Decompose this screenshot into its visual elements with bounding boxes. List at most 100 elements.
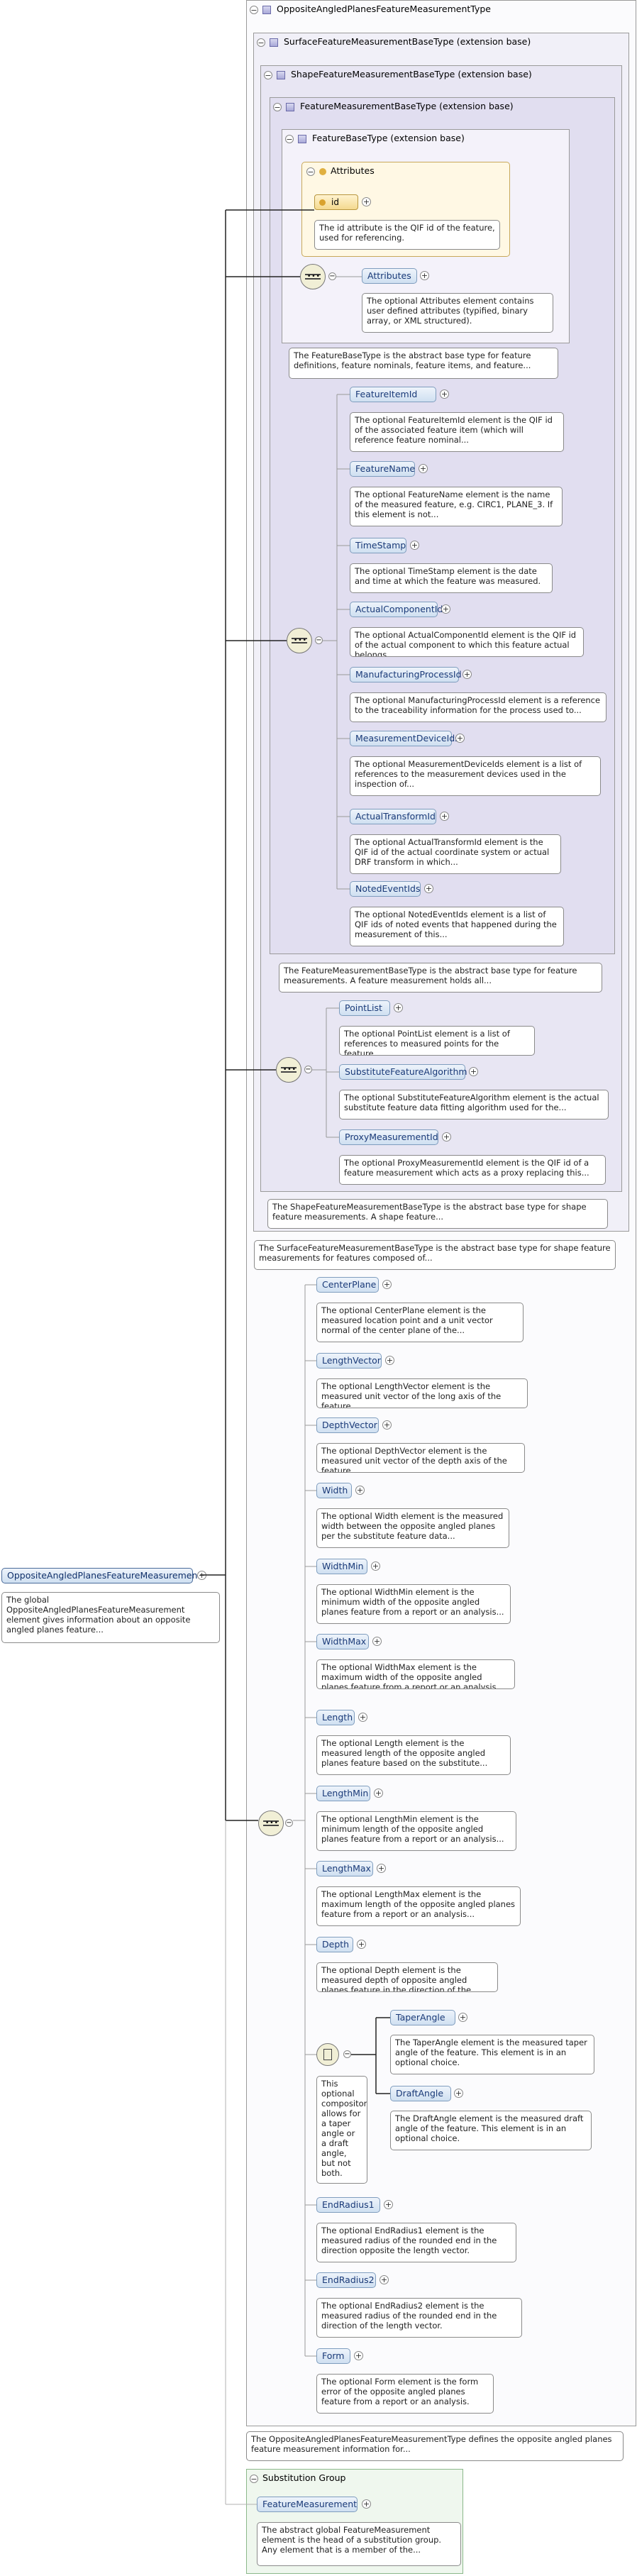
collapse-icon[interactable]: −: [304, 1066, 312, 1073]
id-attribute[interactable]: id: [314, 194, 358, 210]
point-list-element[interactable]: PointList: [339, 1000, 390, 1016]
measurement-device-ids-doc: The optional MeasurementDeviceIds elemen…: [350, 756, 601, 796]
expand-icon[interactable]: +: [458, 2013, 467, 2022]
expand-icon[interactable]: +: [462, 670, 472, 679]
taper-angle-element[interactable]: TaperAngle: [390, 2010, 455, 2025]
proxy-measurement-id-element[interactable]: ProxyMeasurementId: [339, 1129, 438, 1145]
expand-icon[interactable]: +: [362, 2499, 371, 2509]
depth-vector-element[interactable]: DepthVector: [316, 1417, 379, 1433]
end-radius2-element[interactable]: EndRadius2: [316, 2272, 376, 2288]
expand-icon[interactable]: +: [440, 389, 449, 399]
collapse-icon[interactable]: −: [328, 272, 336, 280]
expand-icon[interactable]: +: [442, 1132, 451, 1141]
center-plane-element[interactable]: CenterPlane: [316, 1277, 379, 1293]
sequence-icon[interactable]: •••: [300, 264, 326, 289]
root-type-doc: The OppositeAngledPlanesFeatureMeasureme…: [246, 2431, 624, 2461]
form-element[interactable]: Form: [316, 2348, 350, 2364]
expand-icon[interactable]: +: [372, 1637, 382, 1646]
point-list-doc: The optional PointList element is a list…: [339, 1026, 535, 1056]
length-min-doc: The optional LengthMin element is the mi…: [316, 1811, 516, 1851]
expand-icon[interactable]: +: [380, 2275, 389, 2284]
choice-icon[interactable]: [316, 2043, 339, 2066]
feature-measurement-element-doc: The abstract global FeatureMeasurement e…: [257, 2522, 461, 2566]
expand-icon[interactable]: +: [394, 1003, 403, 1012]
draft-angle-element[interactable]: DraftAngle: [390, 2086, 451, 2101]
feature-base-title[interactable]: −FeatureBaseType (extension base): [285, 133, 465, 144]
substitute-feature-algorithm-element[interactable]: SubstituteFeatureAlgorithm: [339, 1064, 467, 1080]
expand-icon[interactable]: +: [358, 1713, 367, 1722]
end-radius1-element[interactable]: EndRadius1: [316, 2197, 380, 2213]
length-min-element[interactable]: LengthMin: [316, 1786, 370, 1801]
end-radius2-doc: The optional EndRadius2 element is the m…: [316, 2298, 522, 2338]
expand-icon[interactable]: +: [374, 1789, 383, 1798]
expand-icon[interactable]: +: [384, 2200, 393, 2209]
collapse-icon[interactable]: −: [285, 1819, 293, 1827]
expand-icon[interactable]: +: [377, 1864, 386, 1873]
expand-icon[interactable]: +: [441, 604, 450, 614]
expand-icon[interactable]: +: [454, 2089, 463, 2098]
sequence-icon[interactable]: •••: [258, 1811, 284, 1836]
proxy-measurement-id-doc: The optional ProxyMeasurementId element …: [339, 1155, 606, 1185]
feature-measurement-element[interactable]: FeatureMeasurement: [257, 2497, 358, 2512]
sequence-icon[interactable]: •••: [287, 628, 312, 653]
actual-transform-id-doc: The optional ActualTransformId element i…: [350, 834, 561, 874]
attributes-title[interactable]: −Attributes: [306, 165, 375, 177]
depth-element[interactable]: Depth: [316, 1937, 353, 1952]
expand-icon[interactable]: +: [371, 1561, 380, 1571]
length-max-element[interactable]: LengthMax: [316, 1861, 373, 1876]
collapse-icon[interactable]: −: [315, 636, 323, 644]
collapse-icon[interactable]: −: [257, 38, 265, 48]
expand-icon[interactable]: +: [420, 271, 429, 280]
draft-angle-doc: The DraftAngle element is the measured d…: [390, 2111, 592, 2150]
expand-icon[interactable]: +: [357, 1940, 366, 1949]
expand-icon[interactable]: +: [469, 1067, 478, 1076]
root-type-title[interactable]: −OppositeAngledPlanesFeatureMeasurementT…: [250, 4, 491, 15]
actual-component-id-doc: The optional ActualComponentId element i…: [350, 627, 584, 657]
shape-base-title[interactable]: −ShapeFeatureMeasurementBaseType (extens…: [264, 69, 532, 80]
time-stamp-element[interactable]: TimeStamp: [350, 538, 406, 553]
noted-event-ids-element[interactable]: NotedEventIds: [350, 881, 421, 897]
expand-icon[interactable]: +: [440, 812, 449, 821]
actual-component-id-element[interactable]: ActualComponentId: [350, 602, 443, 617]
manufacturing-process-id-element[interactable]: ManufacturingProcessId: [350, 667, 462, 682]
collapse-icon[interactable]: −: [343, 2050, 351, 2058]
collapse-icon[interactable]: −: [250, 5, 258, 15]
surface-base-title[interactable]: −SurfaceFeatureMeasurementBaseType (exte…: [257, 36, 531, 48]
collapse-icon[interactable]: −: [273, 102, 282, 112]
collapse-icon[interactable]: −: [285, 134, 294, 144]
sequence-icon[interactable]: •••: [276, 1057, 301, 1083]
expand-icon[interactable]: +: [362, 197, 371, 206]
feature-base-doc: The FeatureBaseType is the abstract base…: [289, 348, 558, 379]
feature-name-element[interactable]: FeatureName: [350, 461, 415, 477]
global-element[interactable]: OppositeAngledPlanesFeatureMeasurement: [1, 1568, 201, 1583]
expand-icon[interactable]: +: [355, 1486, 365, 1495]
collapse-icon[interactable]: −: [264, 70, 272, 80]
expand-icon[interactable]: +: [354, 2351, 363, 2360]
measurement-device-ids-element[interactable]: MeasurementDeviceIds: [350, 731, 460, 746]
collapse-icon[interactable]: −: [250, 2474, 258, 2484]
expand-icon[interactable]: +: [382, 1280, 392, 1289]
choice-doc: This optional compositor allows for a ta…: [316, 2076, 367, 2184]
width-element[interactable]: Width: [316, 1483, 352, 1498]
expand-icon[interactable]: +: [382, 1420, 392, 1430]
width-doc: The optional Width element is the measur…: [316, 1508, 509, 1548]
substitution-group-title[interactable]: −Substitution Group: [250, 2472, 346, 2484]
expand-icon[interactable]: +: [410, 541, 419, 550]
feature-item-id-element[interactable]: FeatureItemId: [350, 387, 436, 402]
attributes-doc: The optional Attributes element contains…: [362, 293, 553, 333]
attributes-element[interactable]: Attributes: [362, 268, 417, 284]
expand-icon[interactable]: +: [424, 884, 433, 893]
length-element[interactable]: Length: [316, 1710, 355, 1725]
width-max-element[interactable]: WidthMax: [316, 1634, 369, 1649]
expand-icon[interactable]: +: [455, 734, 465, 743]
width-min-element[interactable]: WidthMin: [316, 1559, 367, 1574]
length-vector-doc: The optional LengthVector element is the…: [316, 1378, 528, 1408]
expand-icon[interactable]: +: [419, 464, 428, 473]
expand-icon[interactable]: +: [385, 1356, 394, 1365]
collapse-icon[interactable]: −: [306, 167, 315, 177]
feature-measurement-base-title[interactable]: −FeatureMeasurementBaseType (extension b…: [273, 101, 514, 112]
actual-transform-id-element[interactable]: ActualTransformId: [350, 809, 436, 824]
depth-doc: The optional Depth element is the measur…: [316, 1962, 498, 1992]
length-vector-element[interactable]: LengthVector: [316, 1353, 382, 1369]
end-radius1-doc: The optional EndRadius1 element is the m…: [316, 2223, 516, 2262]
